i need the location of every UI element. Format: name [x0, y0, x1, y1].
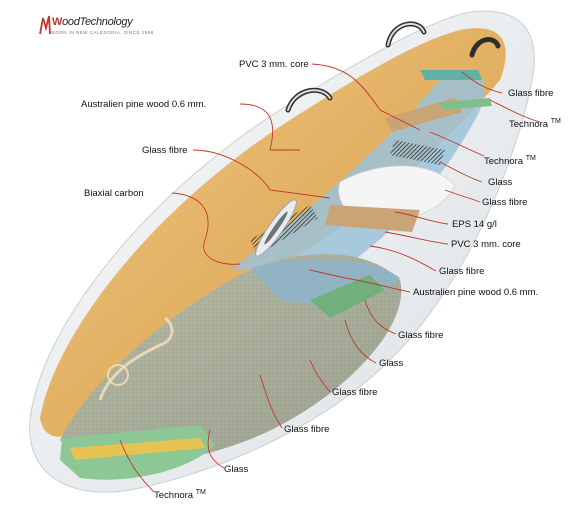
logo-mark-icon	[39, 15, 51, 35]
label-pvc-core-mid: PVC 3 mm. core	[451, 239, 521, 250]
label-pvc-core-top: PVC 3 mm. core	[239, 59, 309, 70]
label-glass-fibre-mid: Glass fibre	[439, 266, 485, 277]
label-eps-core: EPS 14 g/l	[452, 219, 497, 230]
label-glass-fibre-low-2: Glass fibre	[332, 387, 378, 398]
technora-bottom-text: Technora	[154, 490, 194, 502]
leader-lines	[119, 63, 541, 493]
label-glass-fibre-right-2: Glass fibre	[482, 197, 528, 208]
green-layer-right	[310, 275, 385, 318]
label-glass-bottom: Glass	[224, 464, 249, 475]
label-australian-pine-top: Australien pine wood 0.6 mm.	[81, 99, 207, 110]
logo-tagline: BORN IN NEW CALEDONIA, SINCE 1988	[52, 30, 154, 35]
label-technora-bottom: Technora TM	[154, 487, 206, 501]
deck-logo-graphic	[98, 316, 174, 401]
logo-brand-prefix: W	[52, 16, 63, 28]
technora-right-2-text: Technora	[484, 156, 524, 168]
label-australian-pine-mid: Australien pine wood 0.6 mm.	[413, 287, 539, 298]
logo-brand-name: oodTechnology	[62, 16, 133, 28]
label-glass-fibre-left-1: Glass fibre	[142, 145, 188, 156]
label-glass-low: Glass	[379, 358, 404, 369]
wood-technology-logo: WoodTechnology BORN IN NEW CALEDONIA, SI…	[38, 14, 158, 54]
technora-bottom-sup: TM	[195, 489, 206, 496]
label-technora-right-2: Technora TM	[484, 153, 536, 167]
footstrap-3	[469, 37, 501, 58]
technora-right-1-text: Technora	[509, 119, 549, 131]
technora-right-1-sup: TM	[550, 118, 561, 125]
label-biaxial-carbon: Biaxial carbon	[84, 188, 144, 199]
label-glass-right-1: Glass	[488, 177, 513, 188]
technora-right-2-sup: TM	[525, 155, 536, 162]
label-technora-right-1: Technora TM	[509, 116, 561, 130]
label-glass-fibre-low-1: Glass fibre	[398, 330, 444, 341]
label-glass-fibre-right-1: Glass fibre	[508, 88, 554, 99]
label-glass-fibre-low-3: Glass fibre	[284, 424, 330, 435]
logo-text: WoodTechnology	[52, 16, 133, 28]
